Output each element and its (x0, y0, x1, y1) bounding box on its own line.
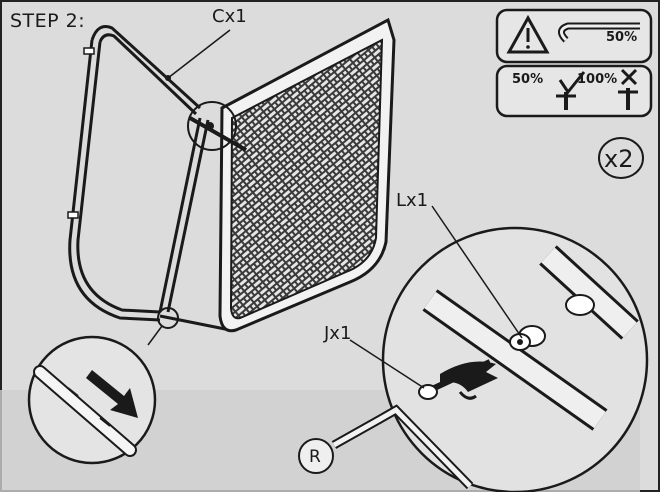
hex-key-tool (298, 404, 474, 490)
correct-torque-label: 50% (512, 72, 544, 87)
quantity-label: x2 (604, 145, 634, 173)
part-c-label: Cx1 (212, 6, 247, 27)
part-j-label: Jx1 (324, 323, 352, 344)
warning-torque-label: 50% (606, 30, 638, 45)
step-title: STEP 2: (10, 10, 86, 32)
direction-arrow-icon (86, 370, 138, 418)
tightening-guide (495, 8, 653, 118)
left-frame (68, 25, 231, 332)
joint-c-circle (187, 101, 237, 151)
wrong-torque-label: 100% (577, 72, 618, 87)
part-l-label: Lx1 (396, 190, 429, 211)
cross-icon (620, 68, 638, 86)
warning-triangle-icon (506, 14, 550, 54)
bolt-detail (381, 226, 649, 492)
mesh-panel (218, 17, 396, 333)
rotate-arrow-icon (440, 361, 498, 392)
part-r-label: R (309, 447, 321, 467)
hinge-detail (27, 335, 157, 465)
quantity-circle (598, 137, 644, 179)
